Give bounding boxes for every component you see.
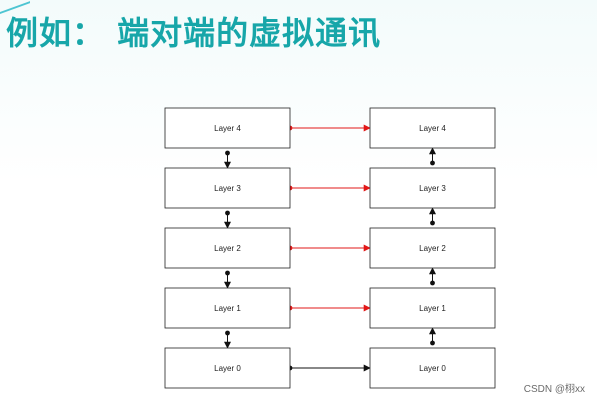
- right-layer-rect: [369, 347, 496, 389]
- right-layer-box: Layer 4: [369, 107, 496, 149]
- flow-dot: [430, 340, 435, 346]
- left-layer-label: Layer 0: [214, 364, 241, 373]
- right-layer-box: Layer 3: [369, 167, 496, 209]
- right-layer-rect: [369, 107, 496, 149]
- watermark: CSDN @栩xx: [523, 384, 585, 395]
- left-layer-box: Layer 1: [164, 287, 291, 329]
- right-layer-label: Layer 2: [419, 244, 446, 253]
- left-layer-rect: [164, 167, 291, 209]
- left-layer-rect: [164, 347, 291, 389]
- flow-dot: [430, 160, 435, 166]
- left-layer-box: Layer 3: [164, 167, 291, 209]
- left-layer-label: Layer 1: [214, 304, 241, 313]
- right-layer-label: Layer 4: [419, 124, 446, 133]
- right-layer-rect: [369, 167, 496, 209]
- left-layer-label: Layer 4: [214, 124, 241, 133]
- right-layer-rect: [369, 287, 496, 329]
- left-layer-label: Layer 3: [214, 184, 241, 193]
- left-layer-rect: [164, 227, 291, 269]
- left-layer-box: Layer 4: [164, 107, 291, 149]
- left-layer-rect: [164, 107, 291, 149]
- right-layer-label: Layer 0: [419, 364, 446, 373]
- flow-dot: [225, 210, 230, 216]
- right-layer-rect: [369, 227, 496, 269]
- right-layer-box: Layer 0: [369, 347, 496, 389]
- right-layer-box: Layer 2: [369, 227, 496, 269]
- left-layer-box: Layer 0: [164, 347, 291, 389]
- flow-dot: [225, 330, 230, 336]
- left-layer-box: Layer 2: [164, 227, 291, 269]
- flow-dot: [225, 150, 230, 156]
- flow-dot: [225, 270, 230, 276]
- right-layer-box: Layer 1: [369, 287, 496, 329]
- left-layer-label: Layer 2: [214, 244, 241, 253]
- page-title: 例如： 端对端的虚拟通讯: [6, 14, 382, 52]
- flow-dot: [430, 280, 435, 286]
- right-layer-label: Layer 3: [419, 184, 446, 193]
- left-layer-rect: [164, 287, 291, 329]
- flow-dot: [430, 220, 435, 226]
- boxes-group: Layer 4 Layer 3 Layer 2 Layer 1 Layer 0 Layer…: [164, 107, 496, 389]
- right-layer-label: Layer 1: [419, 304, 446, 313]
